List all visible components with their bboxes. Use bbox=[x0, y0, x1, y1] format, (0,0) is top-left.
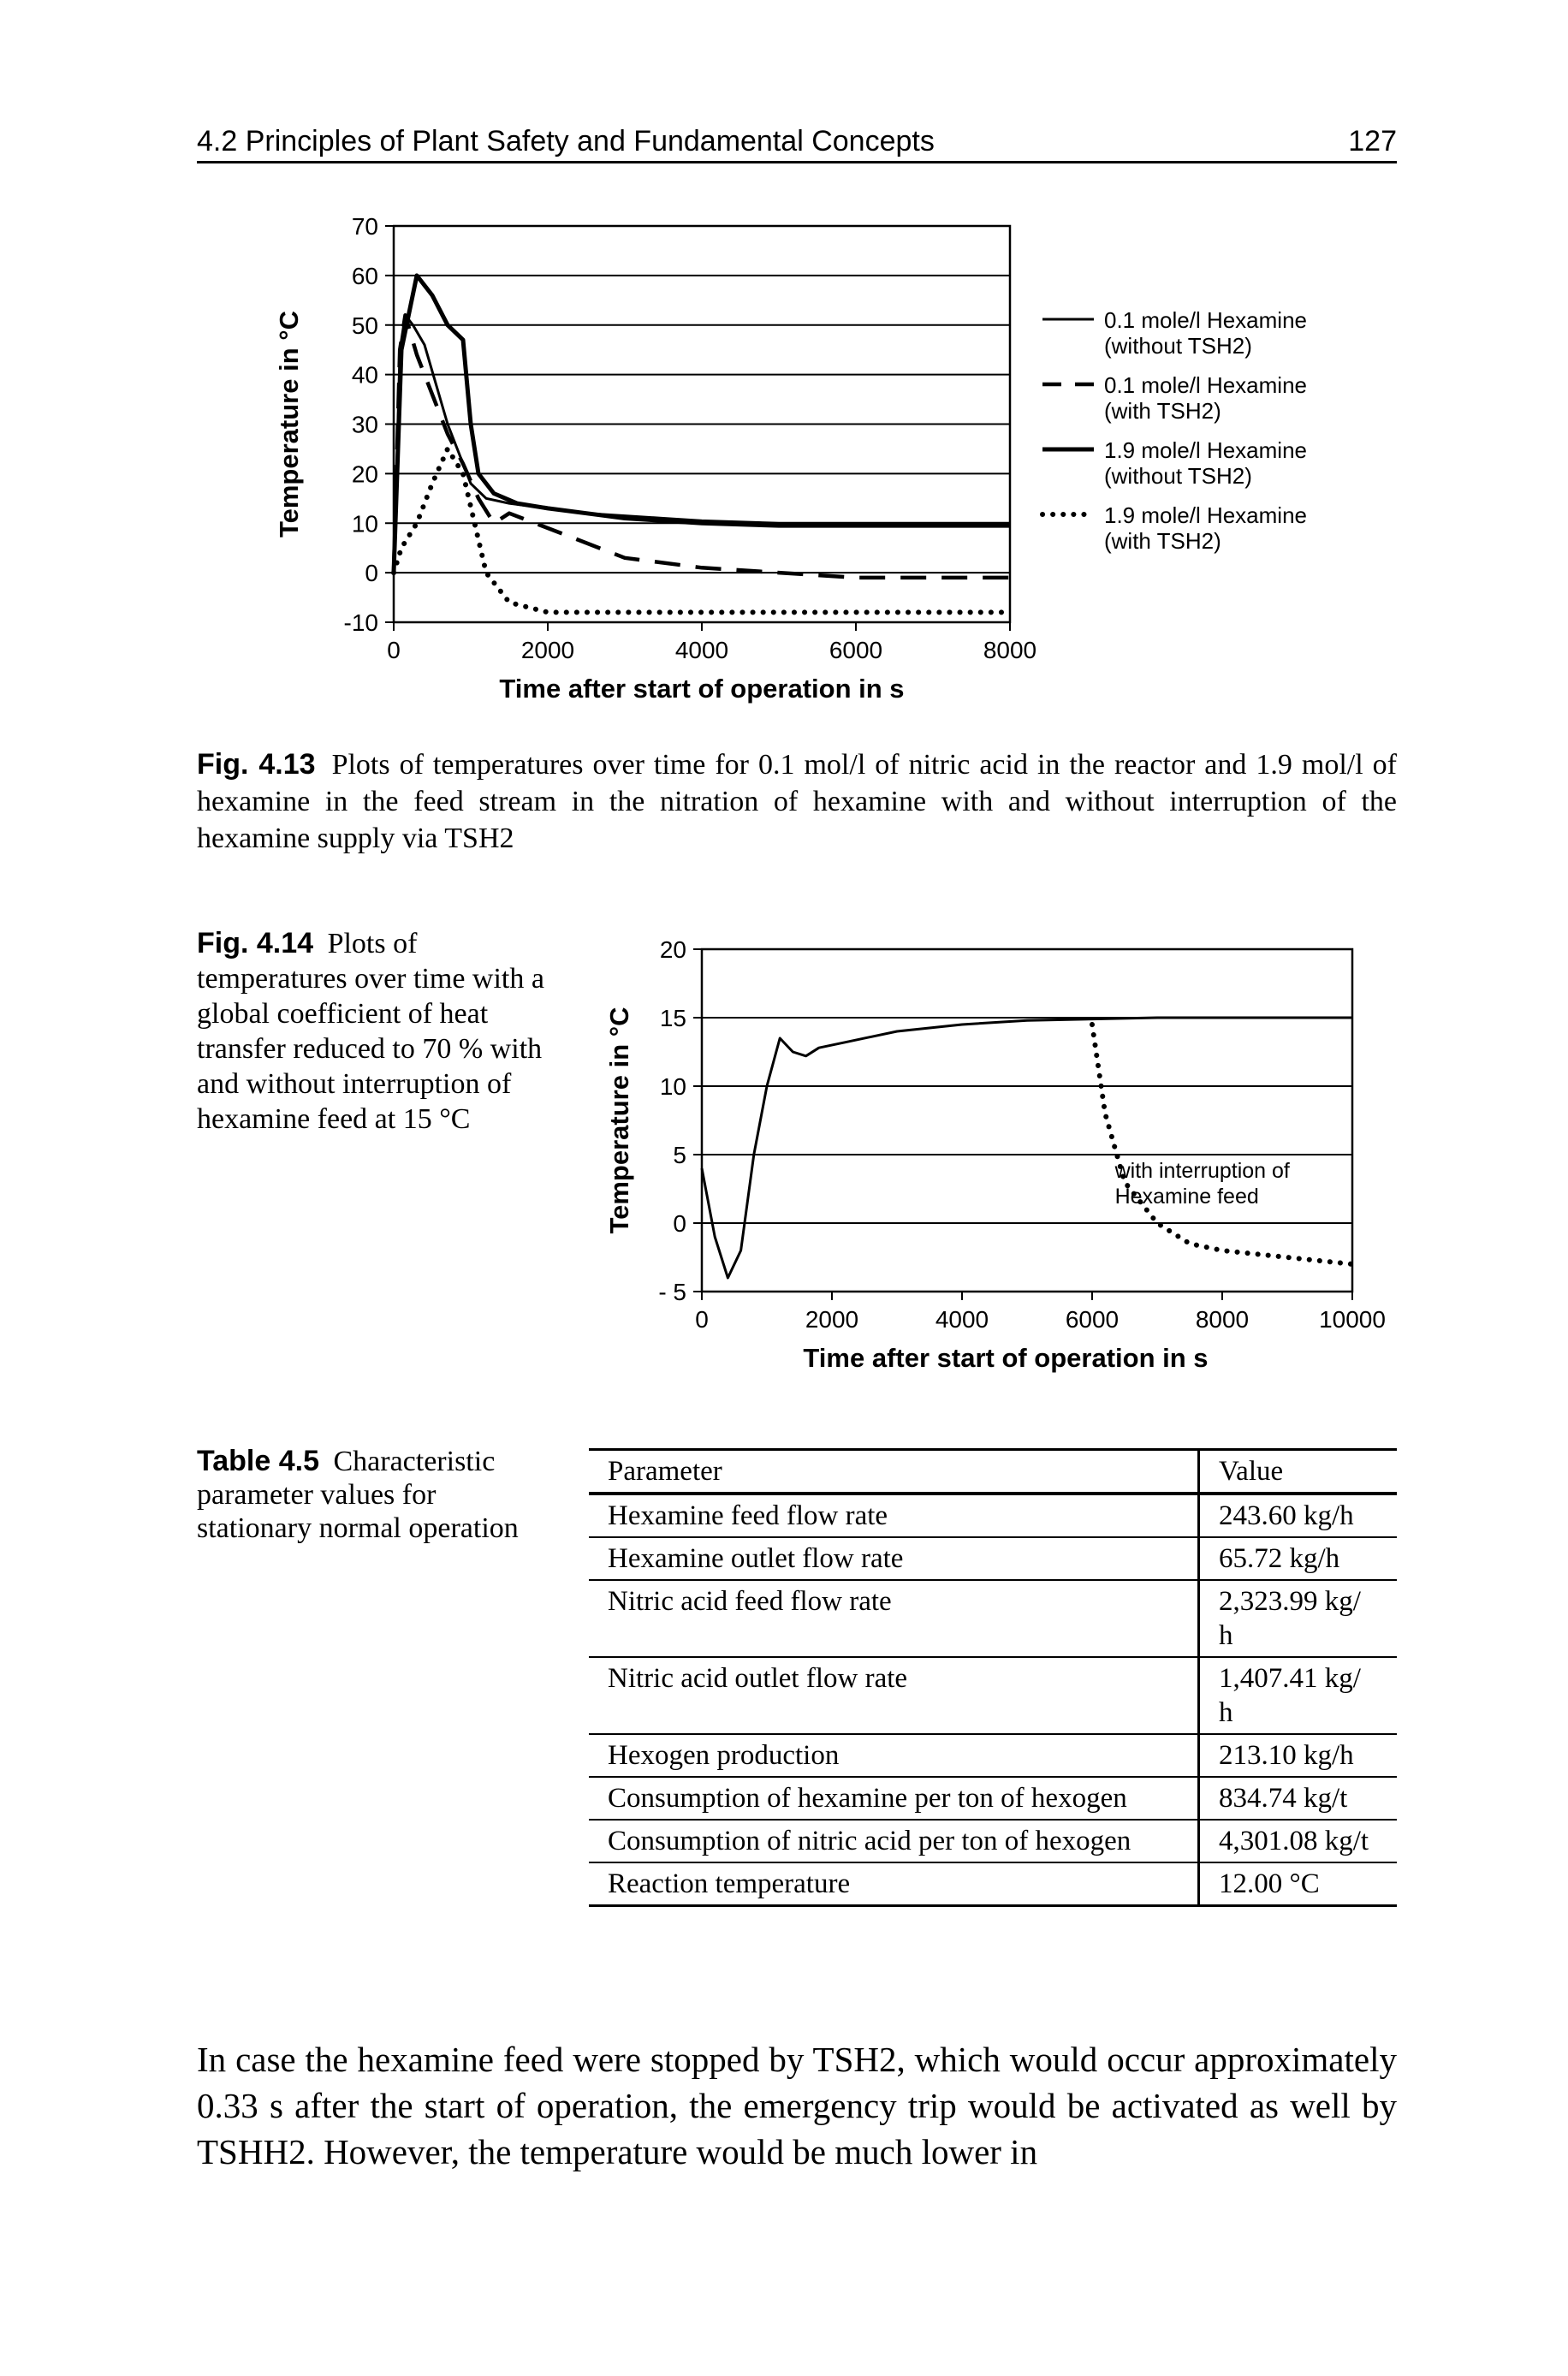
y-tick-label: 30 bbox=[352, 412, 378, 438]
legend-label: 1.9 mole/l Hexamine bbox=[1104, 437, 1307, 463]
table-row: Consumption of hexamine per ton of hexog… bbox=[589, 1777, 1397, 1821]
page-number: 127 bbox=[1348, 125, 1397, 157]
table-header-value: Value bbox=[1197, 1448, 1397, 1495]
y-axis-label: Temperature in °C bbox=[274, 311, 304, 538]
table-cell-value: 243.60 kg/h bbox=[1197, 1494, 1397, 1538]
y-tick-label: -10 bbox=[344, 609, 378, 636]
y-tick-label: 15 bbox=[660, 1005, 686, 1031]
y-tick-label: 10 bbox=[660, 1073, 686, 1100]
annotation-line-1: with interruption of bbox=[1114, 1159, 1290, 1183]
series-line-2 bbox=[1090, 1022, 1355, 1267]
x-tick-label: 6000 bbox=[1066, 1306, 1119, 1333]
figure-4-14-label: Fig. 4.14 bbox=[197, 927, 314, 959]
y-tick-label: - 5 bbox=[658, 1279, 686, 1305]
x-tick-label: 0 bbox=[695, 1306, 709, 1333]
table-cell-parameter: Hexamine outlet flow rate bbox=[589, 1537, 1199, 1581]
y-tick-label: 20 bbox=[352, 460, 378, 487]
table-header-row: Parameter Value bbox=[589, 1448, 1397, 1495]
legend-label: 0.1 mole/l Hexamine bbox=[1104, 307, 1307, 333]
running-head: 4.2 Principles of Plant Safety and Funda… bbox=[197, 123, 1397, 163]
y-tick-label: 40 bbox=[352, 362, 378, 389]
body-paragraph: In case the hexamine feed were stopped b… bbox=[197, 2040, 1397, 2171]
figure-4-14-caption: Fig. 4.14 Plots of temperatures over tim… bbox=[197, 926, 563, 1137]
figure-4-14-caption-text: Plots of temperatures over time with a g… bbox=[197, 928, 544, 1135]
y-tick-label: 10 bbox=[352, 510, 378, 537]
x-tick-label: 8000 bbox=[1196, 1306, 1249, 1333]
legend-sublabel: (with TSH2) bbox=[1104, 528, 1221, 554]
table-cell-parameter: Consumption of hexamine per ton of hexog… bbox=[589, 1777, 1199, 1821]
table-4-5-label: Table 4.5 bbox=[197, 1445, 319, 1477]
table-4-5-caption: Table 4.5 Characteristic parameter value… bbox=[197, 1445, 556, 1545]
x-tick-label: 2000 bbox=[521, 637, 574, 663]
legend-sublabel: (without TSH2) bbox=[1104, 333, 1252, 359]
table-cell-parameter: Hexamine feed flow rate bbox=[589, 1494, 1199, 1538]
x-tick-label: 0 bbox=[387, 637, 401, 663]
legend-label: 1.9 mole/l Hexamine bbox=[1104, 502, 1307, 528]
y-tick-label: 70 bbox=[352, 213, 378, 240]
y-tick-label: 50 bbox=[352, 312, 378, 339]
table-cell-parameter: Nitric acid feed flow rate bbox=[589, 1580, 1199, 1658]
x-tick-label: 4000 bbox=[675, 637, 728, 663]
plot-frame bbox=[700, 947, 1354, 1293]
figure-4-13-chart: 70 60 50 40 30 20 10 0 -10 0 2000 4000 6000 8000Time … bbox=[274, 213, 1307, 704]
legend-sublabel: (without TSH2) bbox=[1104, 463, 1252, 489]
x-axis-label: Time after start of operation in s bbox=[499, 674, 904, 704]
legend-sublabel: (with TSH2) bbox=[1104, 398, 1221, 424]
table-header-parameter: Parameter bbox=[589, 1448, 1199, 1495]
table-cell-parameter: Reaction temperature bbox=[589, 1862, 1199, 1907]
series-line-2 bbox=[391, 312, 1010, 580]
y-tick-label: 5 bbox=[673, 1142, 686, 1168]
y-axis-label: Temperature in °C bbox=[604, 1007, 634, 1233]
table-cell-value: 834.74 kg/t bbox=[1197, 1777, 1397, 1821]
table-4-5-caption-text: Characteristic parameter values for stat… bbox=[197, 1446, 519, 1544]
x-axis-label: Time after start of operation in s bbox=[803, 1343, 1208, 1373]
x-tick-label: 2000 bbox=[805, 1306, 858, 1333]
table-cell-parameter: Nitric acid outlet flow rate bbox=[589, 1657, 1199, 1735]
figure-4-13-caption-text: Plots of temperatures over time for 0.1 … bbox=[197, 749, 1398, 854]
legend-label: 0.1 mole/l Hexamine bbox=[1104, 372, 1307, 398]
x-tick-label: 6000 bbox=[829, 637, 882, 663]
series-line-3 bbox=[391, 273, 1010, 573]
table-cell-value: 12.00 °C bbox=[1197, 1862, 1397, 1907]
table-cell-value: 1,407.41 kg/ h bbox=[1197, 1657, 1397, 1735]
y-tick-label: 0 bbox=[365, 560, 378, 586]
annotation-line-2: Hexamine feed bbox=[1115, 1185, 1259, 1209]
table-cell-value: 4,301.08 kg/t bbox=[1197, 1820, 1397, 1863]
table-cell-parameter: Consumption of nitric acid per ton of he… bbox=[589, 1820, 1199, 1863]
table-cell-parameter: Hexogen production bbox=[589, 1734, 1199, 1778]
y-tick-label: 0 bbox=[673, 1210, 686, 1237]
running-head-title: 4.2 Principles of Plant Safety and Funda… bbox=[197, 125, 935, 157]
series-line-1 bbox=[700, 1016, 1352, 1280]
x-tick-label: 10000 bbox=[1319, 1306, 1386, 1333]
y-tick-label: 60 bbox=[352, 263, 378, 289]
series-line-1 bbox=[392, 313, 1010, 573]
y-tick-label: 20 bbox=[660, 936, 686, 963]
table-cell-value: 213.10 kg/h bbox=[1197, 1734, 1397, 1778]
x-tick-label: 4000 bbox=[935, 1306, 989, 1333]
table-row: Consumption of nitric acid per ton of he… bbox=[589, 1820, 1397, 1863]
table-cell-value: 65.72 kg/h bbox=[1197, 1537, 1397, 1581]
x-tick-label: 8000 bbox=[983, 637, 1036, 663]
figure-4-13-caption: Fig. 4.13 Plots of temperatures over tim… bbox=[197, 746, 1397, 857]
table-cell-value: 2,323.99 kg/ h bbox=[1197, 1580, 1397, 1658]
figure-4-13-label: Fig. 4.13 bbox=[197, 748, 316, 781]
